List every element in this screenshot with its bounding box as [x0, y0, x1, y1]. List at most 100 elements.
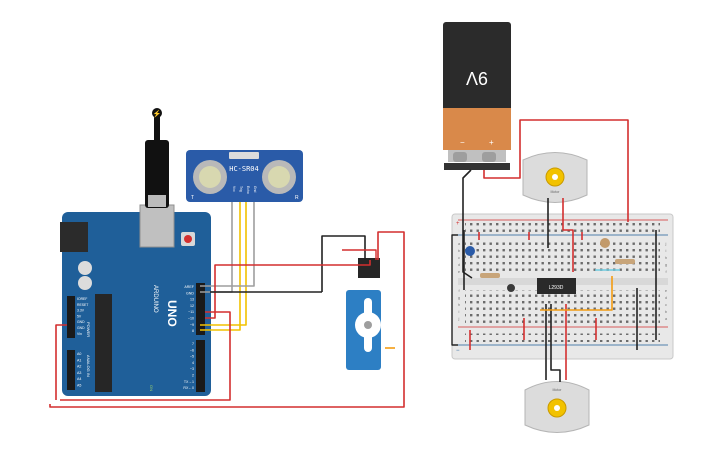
power-pin-label: GND	[77, 326, 85, 330]
digital-pin-label: 7	[192, 342, 194, 346]
breadboard-row-letter-left: d	[458, 262, 460, 267]
power-header-label: POWER	[86, 322, 91, 337]
servo-horn-screw	[364, 321, 372, 329]
breadboard-row-letter-right: i	[666, 248, 667, 253]
digital-pin-label: ~5	[190, 355, 194, 359]
wire-motor-bottom-b	[550, 304, 561, 382]
digital-pin-label: ~9	[190, 323, 194, 327]
sensor-model-label: HC-SR04	[229, 165, 259, 173]
motor-top-shaft-center	[552, 174, 558, 180]
usb-plug-metal	[148, 195, 166, 207]
battery-plus-label: +	[489, 138, 494, 147]
usb-cable-end	[152, 108, 162, 118]
motor-bottom-shaft-center	[554, 405, 560, 411]
servo-connector	[358, 258, 380, 278]
reset-button-cap	[184, 235, 192, 243]
breadboard-row-letter-left: g	[458, 295, 460, 300]
rail-plus-label: +	[456, 221, 460, 227]
analog-header	[67, 350, 75, 390]
arduino-brand-label: ARDUINO	[152, 285, 158, 313]
power-pin-label: Vin	[77, 332, 82, 336]
digital-pin-label: ~11	[188, 310, 194, 314]
wire-jumper-orange	[540, 276, 613, 311]
resistor-right	[615, 259, 635, 264]
wire-motor-top-b	[562, 198, 574, 272]
wire-5v-loop	[49, 231, 405, 408]
dc-motor-bottom: Motor	[524, 381, 590, 433]
battery-9v: 9V − +	[443, 22, 511, 170]
wire-sensor-trig	[200, 202, 241, 331]
pushbutton	[507, 284, 515, 292]
sensor-receiver-mesh	[268, 166, 290, 188]
breadboard-row-letter-left: j	[458, 316, 460, 321]
breadboard-row-letter-left: b	[458, 248, 461, 253]
digital-pin-label: AREF	[184, 285, 194, 289]
resistor-left	[480, 273, 500, 278]
atmega-chip	[95, 294, 112, 392]
breadboard-row-letter-right: a	[665, 316, 668, 321]
battery-terminal-negative	[453, 152, 467, 162]
digital-pin-label: 2	[192, 374, 194, 378]
wire-rail-ground	[451, 234, 458, 346]
on-led-label: ON	[149, 385, 154, 391]
chip-label: L293D	[549, 285, 564, 291]
digital-pin-label: ~6	[190, 348, 194, 352]
wire-sensor-echo	[200, 202, 247, 326]
arduino-usb-port	[139, 204, 175, 248]
digital-pin-label: RX←0	[183, 386, 194, 390]
bottom-rail-holes-1	[465, 330, 660, 335]
wire-servo-ground	[321, 235, 366, 292]
battery-band	[443, 108, 511, 150]
arduino-model-label: UNO	[165, 300, 179, 327]
battery-label: 9V	[466, 68, 488, 88]
bottom-rail-holes-2	[465, 337, 660, 342]
analog-pin-label: A4	[77, 377, 81, 381]
wire-5v-left	[55, 324, 67, 400]
analog-header-label: ANALOG IN	[86, 355, 91, 377]
breadboard-row-letter-right: g	[665, 262, 667, 267]
digital-pin-label: ~3	[190, 367, 194, 371]
power-pin-label: 3.3V	[77, 309, 85, 313]
digital-header-top	[196, 283, 205, 335]
battery-minus-label: −	[460, 138, 465, 147]
arduino-uno: UNO ARDUINO POWER ANALOG IN ON AREF GND 13…	[60, 204, 211, 396]
rail-minus-label: −	[456, 348, 460, 354]
breadboard-row-letter-right: b	[665, 309, 668, 314]
dc-motor-top: Motor	[522, 152, 588, 203]
sensor-transmitter-mesh	[199, 166, 221, 188]
wire-power-return	[60, 311, 231, 401]
analog-pin-label: A2	[77, 365, 81, 369]
capacitor-blue	[465, 246, 475, 256]
photoresistor	[600, 238, 610, 248]
wire-sensor-gnd	[200, 202, 255, 287]
terminal-strip-top	[465, 240, 660, 273]
battery-connector	[444, 163, 510, 170]
motor-bottom-label: Motor	[553, 388, 563, 392]
wire-battery-positive	[483, 119, 629, 222]
breadboard-row-letter-right: d	[665, 295, 667, 300]
l293d-chip: L293D	[537, 278, 576, 294]
digital-header-bottom	[196, 340, 205, 392]
motor-top-label: Motor	[551, 190, 561, 194]
analog-pin-label: A1	[77, 358, 81, 362]
digital-pin-label: 8	[192, 329, 194, 333]
sensor-pin-label: Gnd	[253, 186, 257, 193]
digital-pin-label: 4	[192, 361, 194, 365]
analog-pin-label: A5	[77, 384, 81, 388]
digital-pin-label: 12	[190, 304, 194, 308]
arduino-power-jack	[60, 222, 88, 252]
breadboard-row-letter-right: f	[665, 269, 667, 274]
digital-pin-label: 13	[190, 298, 194, 302]
sensor-pin-label: Vcc	[232, 186, 236, 192]
sensor-pin-label: Echo	[246, 186, 250, 194]
sensor-r-label: R	[295, 195, 299, 201]
capacitor-1	[78, 261, 92, 275]
